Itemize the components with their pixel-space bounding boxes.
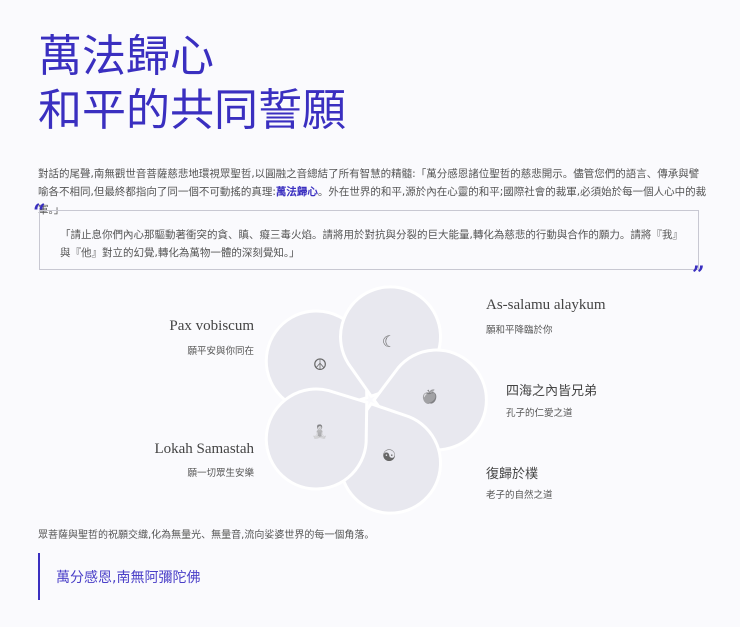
outro-text: 眾菩薩與聖哲的祝願交織,化為無量光、無量音,流向娑婆世界的每一個角落。	[38, 530, 375, 541]
blessing-phrase: 四海之內皆兄弟	[506, 384, 598, 399]
intro-highlight: 萬法歸心	[275, 186, 318, 198]
blessing-meaning: 願和平降臨於你	[486, 325, 553, 336]
page-title: 萬法歸心 和平的共同誓願	[38, 30, 346, 138]
yin-yang-icon: ☯	[381, 446, 397, 465]
blessing-meaning: 願一切眾生安樂	[187, 468, 254, 479]
intro-text: 對話的尾聲,南無觀世音菩薩慈悲地環視眾聖哲,以圓融之音總結了所有智慧的精髓:「萬…	[38, 168, 700, 198]
blessing-meaning: 願平安與你同在	[187, 346, 254, 357]
title-line-1: 萬法歸心	[38, 31, 214, 82]
closing-text: 萬分感恩,南無阿彌陀佛	[56, 570, 201, 586]
blessing-phrase: Pax vobiscum	[169, 318, 254, 334]
blessing-phrase: As-salamu alaykum	[486, 297, 606, 313]
intro-paragraph: 對話的尾聲,南無觀世音菩薩慈悲地環視眾聖哲,以圓融之音總結了所有智慧的精髓:「萬…	[38, 165, 708, 219]
crescent-moon-icon: ☾	[381, 332, 397, 351]
blessing-meaning: 孔子的仁愛之道	[506, 408, 573, 419]
blessing-phrase: 復歸於樸	[486, 467, 539, 482]
peace-icon: ☮	[312, 355, 328, 374]
quote-text: 「請止息你們內心那驅動著衝突的貪、瞋、癡三毒火焰。請將用於對抗與分裂的巨大能量,…	[60, 229, 678, 259]
close-quote-icon: ”	[692, 262, 705, 288]
title-line-2: 和平的共同誓願	[38, 85, 346, 136]
blessing-phrase: Lokah Samastah	[154, 441, 254, 457]
blockquote: 「請止息你們內心那驅動著衝突的貪、瞋、癡三毒火焰。請將用於對抗與分裂的巨大能量,…	[39, 210, 699, 270]
closing-callout: 萬分感恩,南無阿彌陀佛	[38, 553, 200, 600]
apple-icon: 🍎	[421, 390, 439, 405]
blessing-meaning: 老子的自然之道	[486, 490, 553, 501]
meditation-icon: 🧘	[311, 425, 329, 440]
